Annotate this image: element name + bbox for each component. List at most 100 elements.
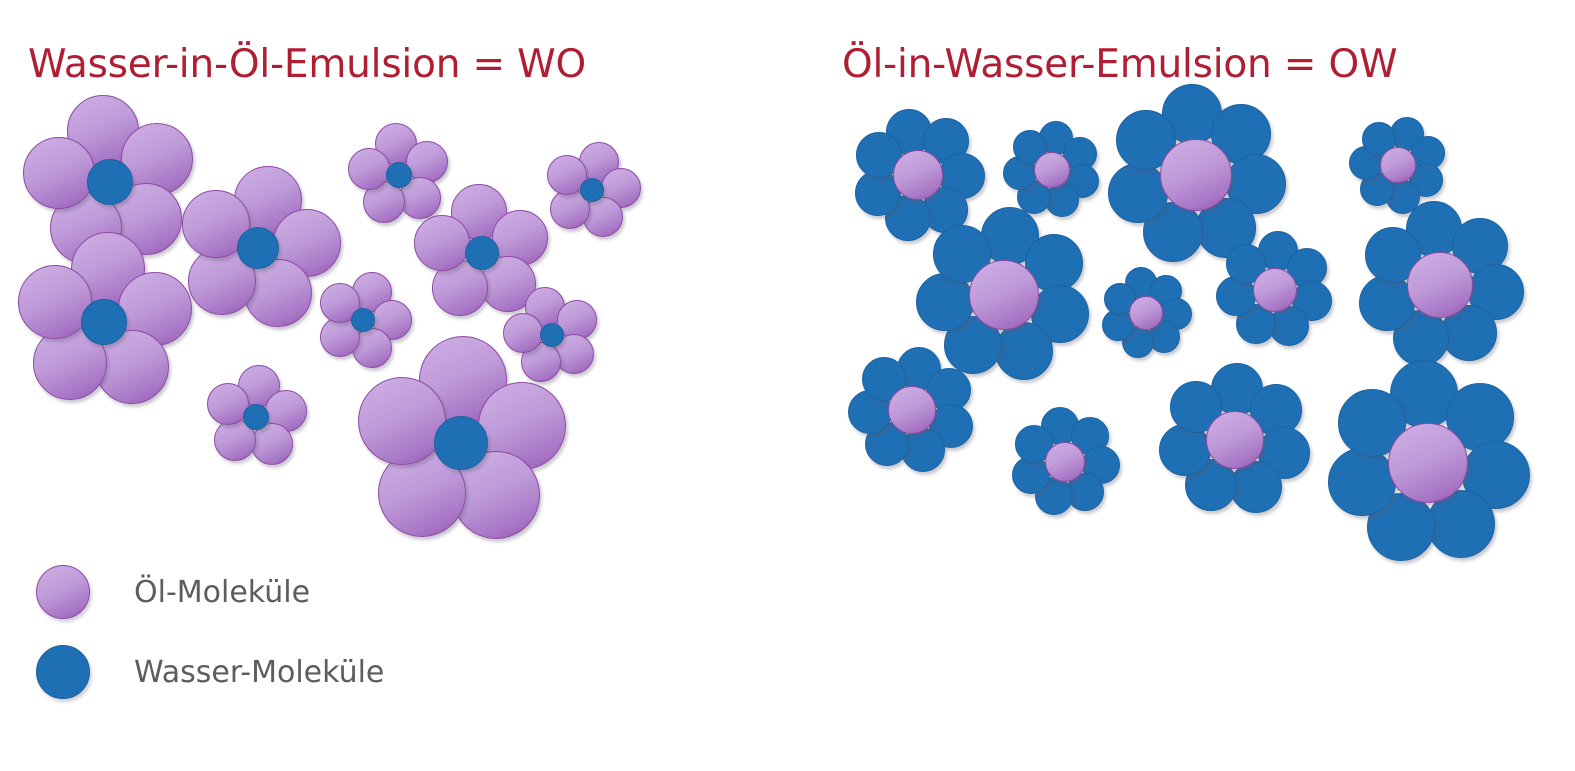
oil-molecule [503,312,544,353]
water-molecule [1257,231,1298,272]
oil-molecule [181,189,250,258]
oil-molecule-core [1253,268,1297,312]
water-molecule [848,390,893,435]
water-molecule-core [243,404,269,430]
water-molecule [855,170,902,217]
water-molecule [1226,243,1267,284]
water-molecule-core [386,162,412,188]
oil-molecule [234,166,303,235]
oil-molecule [374,123,417,166]
water-molecule [1362,121,1397,156]
oil-molecule-core [893,150,943,200]
oil-molecule [579,141,620,182]
water-molecule [1364,226,1421,283]
water-molecule [1102,308,1135,341]
water-molecule [1147,321,1180,354]
water-molecule [922,118,969,164]
water-molecule [1235,303,1276,344]
oil-molecule [351,327,392,368]
legend-item-oil: Öl-Moleküle [36,552,384,632]
water-molecule [1159,298,1192,331]
water-molecule [1030,285,1089,344]
oil-molecule [452,451,541,540]
water-molecule [1143,201,1204,262]
water-molecule [1081,446,1120,485]
oil-molecule-core [969,260,1039,330]
water-molecule [1035,477,1074,516]
water-molecule [1064,164,1099,199]
water-molecule [1170,380,1223,433]
water-molecule [1287,247,1328,288]
water-molecule [1115,110,1176,171]
water-molecule [1185,459,1238,512]
water-molecule [1103,282,1136,315]
water-molecule [1427,489,1496,558]
oil-molecule [362,180,405,223]
oil-molecule [419,336,508,425]
oil-molecule [372,300,412,340]
water-molecule [1024,234,1083,293]
water-molecule-core [540,323,564,347]
oil-molecule [22,136,95,209]
oil-molecule [492,209,548,266]
legend-item-water: Wasser-Moleküle [36,632,384,712]
water-molecule [1210,363,1263,416]
water-molecule [1445,383,1514,452]
water-molecule [926,367,971,412]
water-molecule [1441,304,1498,361]
oil-molecule [432,259,489,316]
oil-molecule [480,256,537,313]
oil-molecule [547,154,588,195]
water-molecule [1070,416,1109,455]
oil-molecule [554,333,595,374]
water-molecule [981,207,1040,266]
water-molecule [885,108,932,155]
legend-label-oil: Öl-Moleküle [134,574,311,610]
water-molecule [1013,129,1047,164]
water-molecule [1210,103,1271,164]
oil-molecule [351,272,392,313]
water-molecule-core [465,236,499,270]
water-molecule [1367,492,1436,561]
water-molecule [938,152,985,199]
oil-molecule [238,365,281,408]
oil-molecule [406,141,449,184]
water-molecule [1406,201,1463,258]
water-molecule [1410,135,1445,170]
water-molecule [1258,427,1311,480]
water-molecule [1012,455,1051,494]
panel-title-water-in-oil: Wasser-in-Öl-Emulsion = WO [28,42,586,88]
water-molecule [1349,146,1384,181]
water-molecule-core [87,159,133,205]
water-molecule [932,224,991,283]
water-molecule [1451,217,1508,274]
water-molecule [1121,325,1154,358]
oil-molecule-core [1380,147,1416,183]
oil-molecule [118,272,193,347]
oil-molecule-core [1388,423,1468,503]
oil-molecule-core [1160,139,1232,211]
oil-molecule [272,208,341,277]
water-molecule [1337,388,1406,457]
oil-molecule [357,377,446,466]
water-molecule [897,346,942,391]
oil-molecule [32,325,107,400]
oil-molecule-core [1045,442,1085,482]
water-molecule [1161,84,1222,145]
oil-molecule [17,265,92,340]
water-molecule [994,321,1053,380]
water-molecule [1158,423,1211,476]
water-molecule [1269,306,1310,347]
water-molecule [1327,447,1396,516]
water-molecule [1393,309,1450,366]
water-molecule [1386,179,1421,214]
water-molecule-core [81,299,127,345]
oil-molecule-core [1407,252,1473,318]
oil-molecule [66,94,139,167]
water-molecule [916,273,975,332]
water-molecule [1226,154,1287,215]
oil-molecule [600,167,641,208]
water-molecule [1359,275,1415,332]
oil-molecule [524,286,565,327]
